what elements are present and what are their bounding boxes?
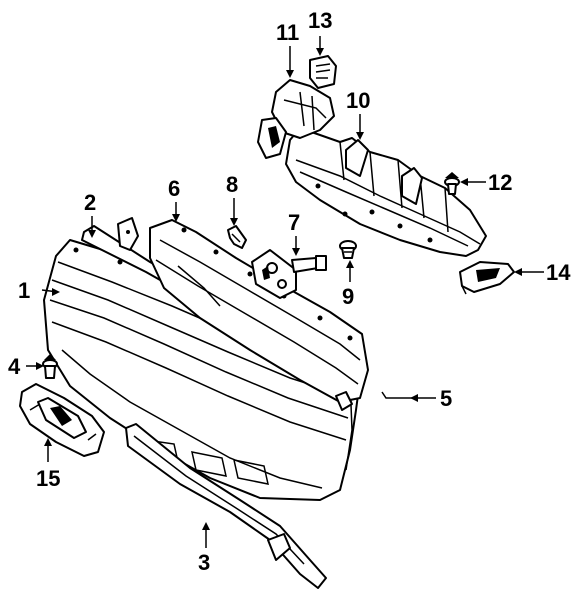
callout-5: 5 bbox=[440, 386, 452, 411]
part-10-reinforcement bbox=[285, 127, 487, 257]
callout-2: 2 bbox=[84, 190, 96, 215]
callout-9: 9 bbox=[342, 284, 354, 309]
callout-15: 15 bbox=[36, 466, 60, 491]
callout-11: 11 bbox=[276, 20, 299, 45]
part-7-bracket-bolt bbox=[251, 249, 327, 299]
callout-13: 13 bbox=[308, 8, 332, 33]
part-6-filler-panel bbox=[149, 219, 369, 411]
callout-14: 14 bbox=[546, 260, 571, 285]
part-5-spring-clip bbox=[381, 391, 412, 399]
callout-3: 3 bbox=[198, 550, 210, 575]
part-11-bracket bbox=[257, 79, 335, 159]
part-4-push-fastener bbox=[42, 354, 58, 379]
callout-1: 1 bbox=[18, 278, 30, 303]
callout-4: 4 bbox=[8, 354, 21, 379]
part-9-grommet bbox=[339, 240, 357, 259]
callout-numbers: 1 2 3 4 5 6 7 8 9 10 11 12 13 14 15 bbox=[8, 8, 571, 575]
callout-6: 6 bbox=[168, 176, 180, 201]
callout-7: 7 bbox=[288, 210, 300, 235]
part-8-clip bbox=[227, 225, 247, 249]
part-12-push-pin bbox=[444, 172, 460, 195]
callout-8: 8 bbox=[226, 172, 238, 197]
callout-10: 10 bbox=[346, 88, 370, 113]
part-14-corner-bracket bbox=[459, 261, 515, 295]
callout-leaders bbox=[26, 36, 544, 548]
part-3-lower-valance bbox=[125, 423, 327, 589]
part-15-lamp-bezel bbox=[19, 383, 105, 457]
callout-12: 12 bbox=[488, 170, 512, 195]
part-13-clip bbox=[309, 55, 337, 89]
